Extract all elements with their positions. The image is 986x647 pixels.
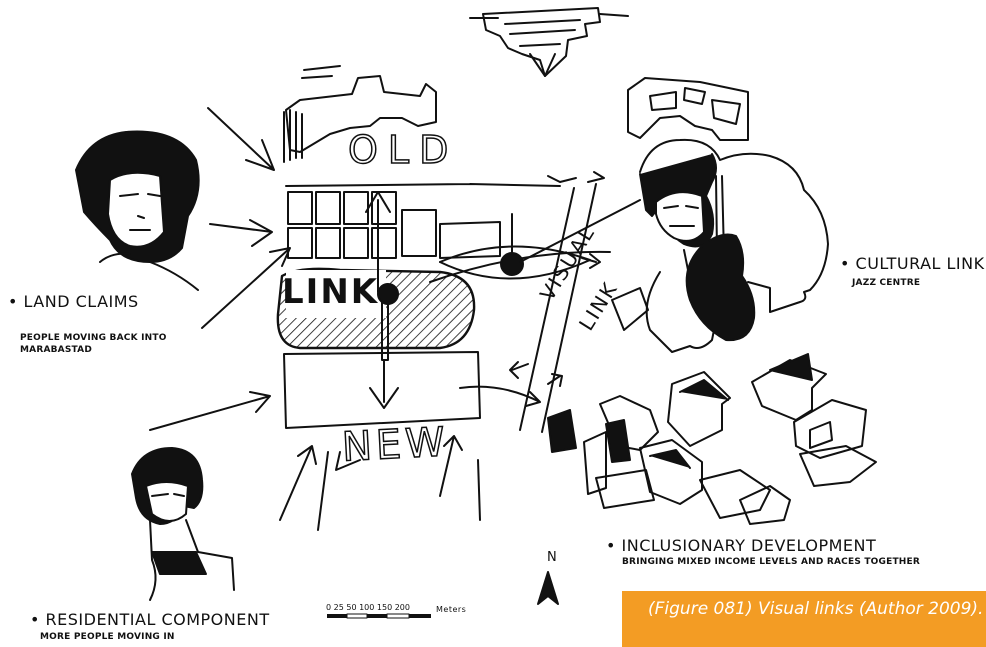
label-inclusionary-development: • INCLUSIONARY DEVELOPMENT — [606, 536, 876, 555]
figure-caption: (Figure 081) Visual links (Author 2009). — [648, 598, 986, 642]
scale-bar-unit: Meters — [436, 605, 466, 614]
portrait-jazz-musician — [612, 140, 828, 352]
north-label: N — [547, 550, 557, 565]
label-land-claims-sub: PEOPLE MOVING BACK INTO MARABASTAD — [20, 332, 170, 356]
north-arrow-icon — [538, 572, 558, 604]
scale-bar — [327, 614, 431, 618]
label-residential-component: • RESIDENTIAL COMPONENT — [30, 610, 270, 629]
portrait-residential — [132, 448, 234, 600]
map-word-old: OLD — [348, 128, 458, 172]
new-district — [284, 352, 480, 428]
label-cultural-link-sub: JAZZ CENTRE — [852, 278, 920, 288]
eye-road — [430, 200, 640, 282]
label-residential-sub: MORE PEOPLE MOVING IN — [40, 632, 175, 642]
label-inclusionary-sub: BRINGING MIXED INCOME LEVELS AND RACES T… — [622, 557, 920, 567]
figure-caption-box: (Figure 081) Visual links (Author 2009). — [622, 591, 986, 647]
skyline-sketch — [470, 8, 628, 76]
scale-bar-ticks: 0 25 50 100 150 200 — [326, 603, 410, 612]
building-sketch-top-right — [628, 78, 748, 140]
map-word-link: LINK — [282, 272, 379, 312]
houses-sketch — [548, 354, 876, 524]
portrait-land-claims — [76, 132, 199, 290]
label-cultural-link: • CULTURAL LINK — [840, 254, 985, 273]
map-word-new: NEW — [341, 419, 450, 471]
label-land-claims: • LAND CLAIMS — [8, 292, 139, 311]
